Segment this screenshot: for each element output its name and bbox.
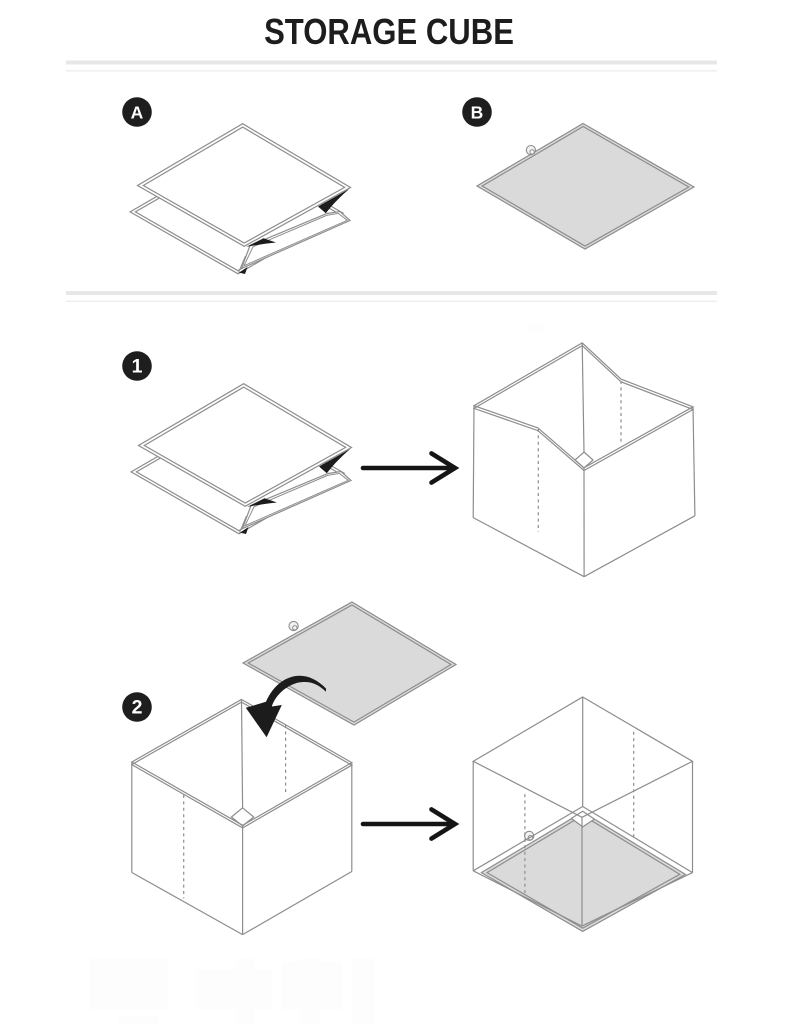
- svg-text:B: B: [471, 103, 484, 123]
- svg-text:STORAGE CUBE: STORAGE CUBE: [264, 12, 514, 53]
- svg-text:2: 2: [132, 697, 143, 719]
- svg-text:1: 1: [132, 356, 143, 378]
- svg-text:A: A: [131, 103, 144, 123]
